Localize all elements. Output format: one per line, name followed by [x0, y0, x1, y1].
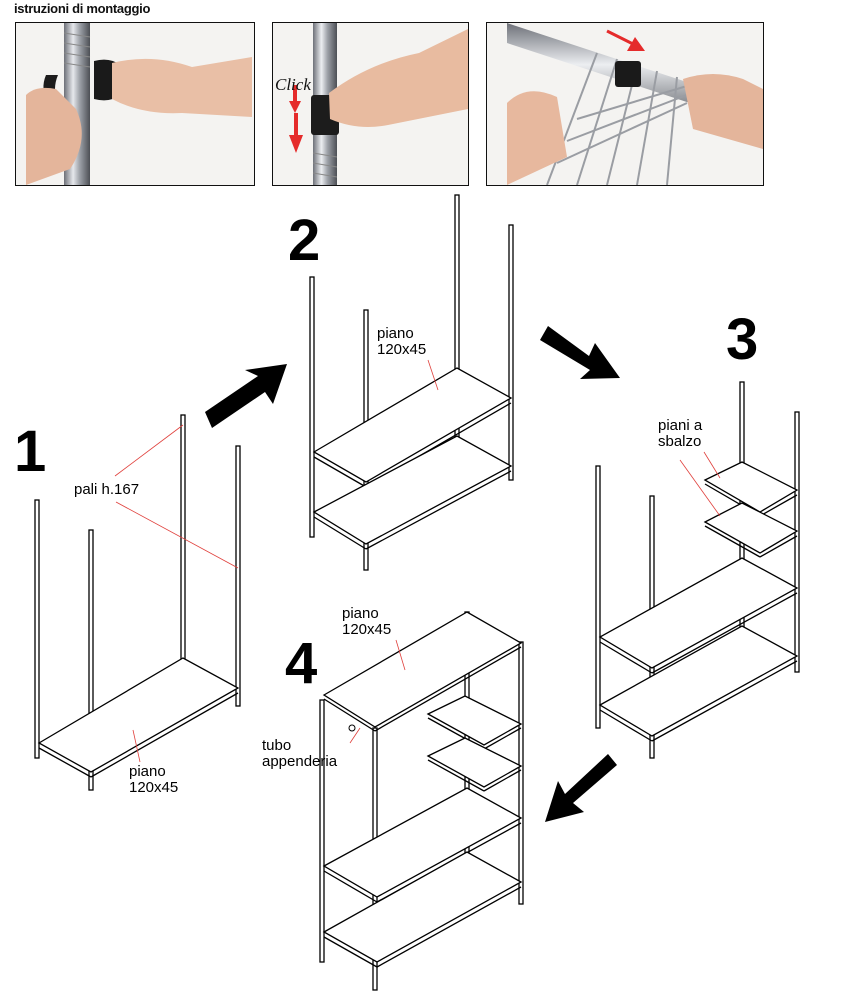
label-shelf-step4: piano 120x45 — [342, 605, 392, 638]
label-shelf-step2: piano 120x45 — [377, 325, 427, 358]
step-number-3: 3 — [726, 307, 759, 372]
step1-frame — [34, 414, 241, 791]
step-number-4: 4 — [285, 631, 318, 696]
label-cantilever-shelves: piani a sbalzo — [658, 417, 703, 450]
step1-leaders — [114, 424, 239, 763]
click-annotation: Click — [275, 75, 311, 94]
photo-clip-attach — [15, 22, 255, 186]
step-number-1: 1 — [14, 419, 47, 484]
step3-frame — [595, 381, 800, 759]
label-poles: pali h.167 — [74, 481, 140, 498]
arrow-left-down-icon — [545, 754, 617, 822]
arrow-right-down-icon — [540, 326, 620, 379]
step2-frame — [309, 194, 514, 571]
page-title: istruzioni di montaggio — [14, 1, 151, 16]
label-shelf-step1: piano 120x45 — [129, 763, 179, 796]
step-number-2: 2 — [288, 208, 321, 273]
photo-shelf-insert — [486, 22, 764, 186]
arrow-right-up-icon — [205, 364, 287, 428]
step4-frame — [319, 611, 524, 991]
photo-clip-click: Click — [272, 22, 469, 186]
label-hanging-tube: tubo appenderia — [262, 737, 338, 770]
